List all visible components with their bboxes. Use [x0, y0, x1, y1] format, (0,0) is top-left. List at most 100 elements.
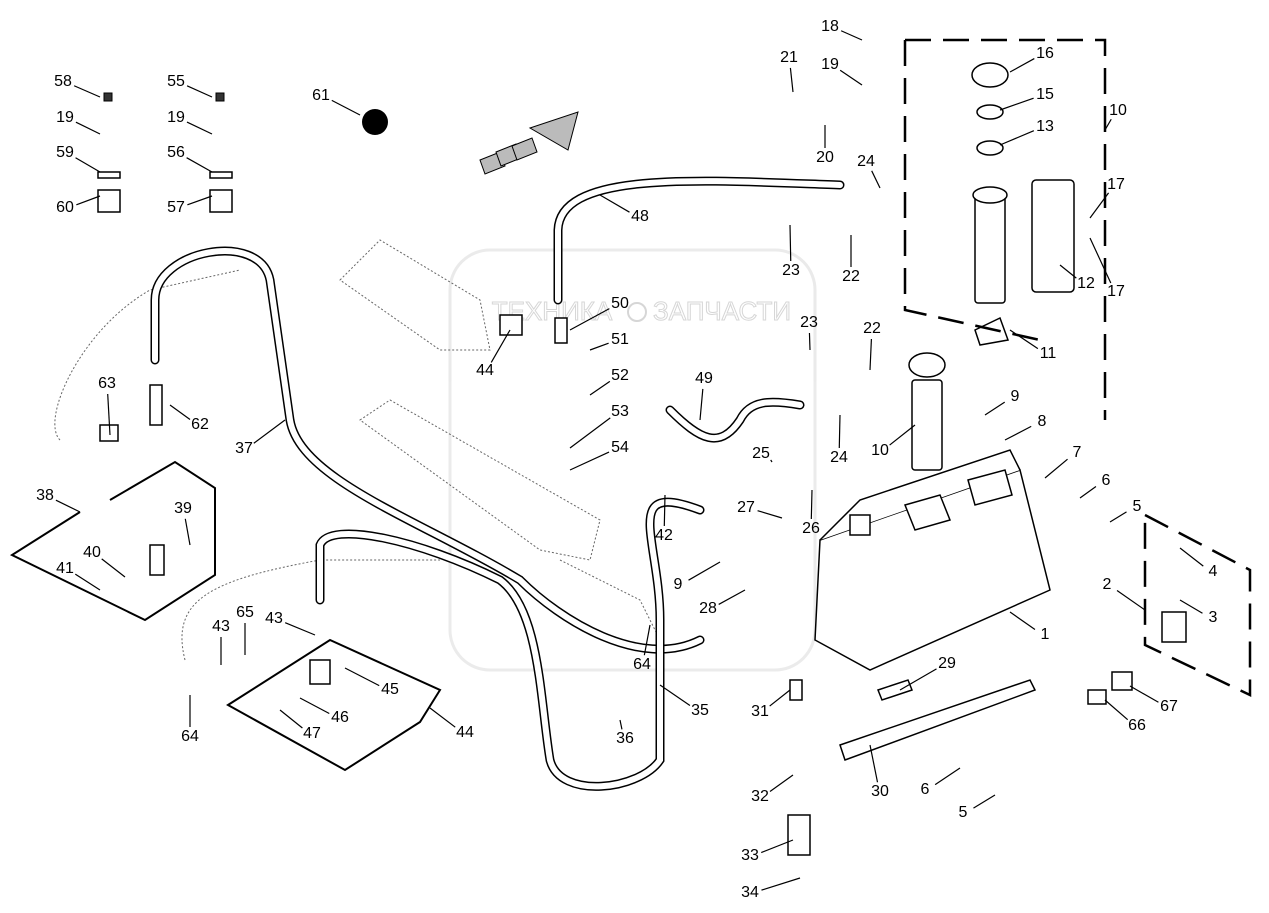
callout: 12: [1059, 264, 1095, 292]
callout: 51: [589, 331, 629, 351]
part-number-label: 16: [1036, 45, 1054, 62]
part-number-label: 5: [1133, 498, 1142, 515]
leader-line: [984, 401, 1006, 416]
part-number-label: 39: [174, 500, 192, 517]
leader-line: [75, 157, 101, 173]
callout: 38: [36, 487, 81, 513]
callout: 22: [842, 235, 860, 285]
callout: 46: [299, 697, 349, 726]
callout: 2: [1103, 576, 1146, 611]
callout: 19: [821, 56, 863, 86]
leader-line: [187, 195, 213, 206]
callout: 34: [741, 877, 801, 901]
leader-line: [718, 589, 746, 605]
part-number-label: 32: [751, 788, 769, 805]
leader-line: [331, 99, 361, 116]
leader-line: [1079, 485, 1097, 499]
leader-line: [761, 877, 801, 891]
callout: 64: [181, 695, 199, 745]
callout: 8: [1004, 413, 1047, 441]
leader-line: [899, 668, 937, 691]
callout: 36: [616, 719, 634, 747]
callout: 19: [56, 109, 101, 135]
leader-line: [569, 417, 611, 449]
part-number-label: 55: [167, 73, 185, 90]
leader-line: [73, 85, 101, 98]
part-number-label: 60: [56, 199, 74, 216]
leader-line: [284, 622, 316, 636]
part-number-label: 19: [821, 56, 839, 73]
part-number-label: 38: [36, 487, 54, 504]
part-number-label: 5: [959, 804, 968, 821]
part-number-label: 29: [938, 655, 956, 672]
part-number-label: 11: [1040, 345, 1057, 362]
leader-line: [101, 558, 126, 578]
callout: 43: [265, 610, 316, 636]
part-number-label: 36: [616, 730, 634, 747]
part-number-label: 30: [871, 783, 889, 800]
leader-line: [1044, 458, 1068, 479]
leader-line: [619, 719, 623, 730]
part-number-label: 66: [1128, 717, 1146, 734]
leader-line: [789, 224, 792, 262]
part-number-label: 23: [782, 262, 800, 279]
part-number-label: 37: [235, 440, 253, 457]
leader-line: [1009, 611, 1036, 630]
leader-line: [1129, 685, 1159, 703]
part-number-label: 40: [83, 544, 101, 561]
callout: 48: [599, 194, 649, 225]
part-number-label: 6: [1102, 472, 1111, 489]
part-number-label: 49: [695, 370, 713, 387]
leader-line: [589, 342, 609, 351]
leader-line: [569, 308, 610, 331]
leader-line: [808, 332, 811, 351]
callout: 22: [863, 320, 881, 371]
callout: 6: [921, 767, 961, 798]
leader-line: [299, 697, 330, 715]
leader-line: [757, 510, 783, 519]
leader-line: [769, 689, 791, 707]
callout: 41: [56, 560, 101, 591]
hydraulic-tank: [814, 449, 1051, 761]
part-number-label: 57: [167, 199, 185, 216]
callout: 37: [235, 419, 286, 457]
part-number-label: 52: [611, 367, 629, 384]
callout: 60: [56, 195, 101, 216]
callout: 23: [782, 224, 800, 279]
part-number-label: 6: [921, 781, 930, 798]
callout: 65: [236, 604, 254, 655]
part-number-label: 44: [456, 724, 474, 741]
part-number-label: 22: [842, 268, 860, 285]
callout: 54: [569, 439, 629, 471]
part-number-label: 22: [863, 320, 881, 337]
part-number-label: 50: [611, 295, 629, 312]
ghost-components: [54, 239, 661, 661]
leader-line: [871, 170, 881, 189]
part-number-label: 64: [633, 656, 651, 673]
part-number-label: 42: [655, 527, 673, 544]
part-number-label: 62: [191, 416, 209, 433]
callout: 26: [802, 489, 820, 537]
part-number-label: 45: [381, 681, 399, 698]
part-number-label: 67: [1160, 698, 1178, 715]
leader-line: [569, 451, 610, 471]
leader-line: [643, 624, 651, 656]
callout: 10: [871, 424, 916, 459]
callout: 17: [1089, 176, 1125, 219]
leader-line: [1089, 237, 1112, 284]
leader-line: [429, 707, 456, 728]
callout: 9: [674, 561, 721, 593]
callout: 25: [752, 445, 773, 463]
part-number-label: 54: [611, 439, 629, 456]
part-number-label: 35: [691, 702, 709, 719]
part-number-label: 9: [674, 576, 683, 593]
callout: 13: [999, 118, 1054, 146]
part-number-label: 8: [1038, 413, 1047, 430]
callout: 49: [695, 370, 713, 421]
callout: 18: [821, 18, 863, 41]
callout: 59: [56, 144, 101, 173]
leader-line: [1089, 192, 1110, 219]
part-number-label: 10: [871, 442, 889, 459]
part-number-label: 43: [265, 610, 283, 627]
part-number-label: 17: [1107, 283, 1125, 300]
